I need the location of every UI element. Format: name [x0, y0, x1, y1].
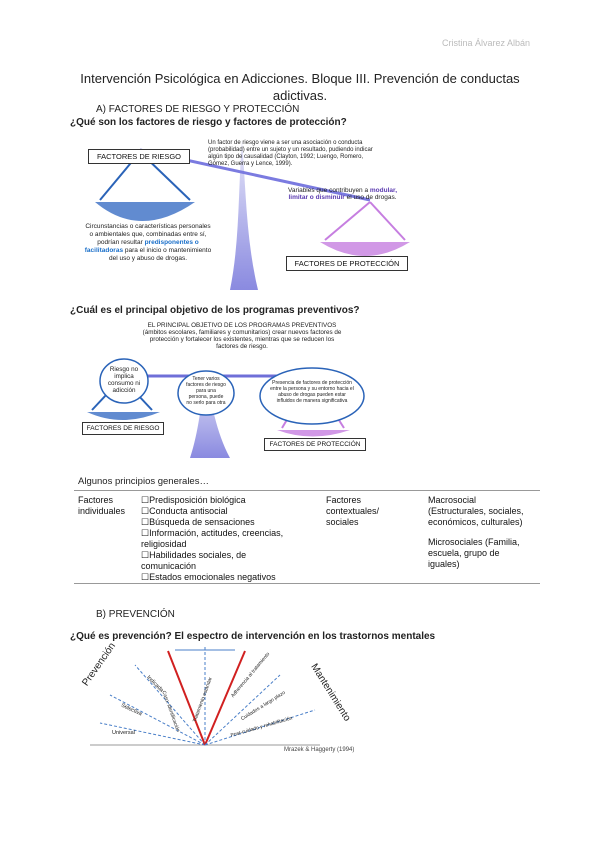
individual-factors-list: Predisposición biológica Conducta antiso… — [141, 495, 291, 583]
risk-factors-box: FACTORES DE RIESGO — [88, 149, 190, 164]
risk-definition-text: Un factor de riesgo viene a ser una asoc… — [208, 140, 373, 167]
principles-heading: Algunos principios generales… — [78, 476, 209, 487]
list-item: Conducta antisocial — [141, 506, 291, 517]
protection-highlight: modular, limitar o disminuir — [288, 187, 397, 201]
ray-label: Universal — [112, 730, 135, 736]
protection-factors-box-2: FACTORES DE PROTECCIÓN — [264, 438, 366, 451]
risk-description-text: Circunstancias o características persona… — [84, 223, 212, 262]
protection-plate — [320, 242, 410, 256]
spectrum-fan — [90, 647, 320, 746]
right-circle-text: Presencia de factores de protección entr… — [270, 380, 354, 404]
protection-factors-box: FACTORES DE PROTECCIÓN — [286, 256, 408, 271]
macrosocial-text: Macrosocial (Estructurales, sociales, ec… — [428, 495, 524, 527]
left-circle — [99, 358, 149, 404]
question-prevention: ¿Qué es prevención? El espectro de inter… — [70, 631, 436, 642]
protection-definition-text: Variables que contribuyen a modular, lim… — [288, 187, 397, 201]
contextual-factors-label: Factores contextuales/ sociales — [326, 495, 380, 527]
section-a-heading: A) FACTORES DE RIESGO Y PROTECCIÓN — [96, 104, 300, 115]
objective-text: EL PRINCIPAL OBJETIVO DE LOS PROGRAMAS P… — [142, 322, 342, 350]
microsocial-text: Microsociales (Familia, escuela, grupo d… — [428, 537, 520, 569]
risk-protection-balance-figure: FACTORES DE RIESGO FACTORES DE PROTECCIÓ… — [80, 130, 410, 290]
risk-factors-box-2: FACTORES DE RIESGO — [82, 422, 164, 435]
left-circle-text: Riesgo no implica consumo ni adicción — [107, 366, 141, 394]
question-objective: ¿Cuál es el principal objetivo de los pr… — [70, 305, 360, 316]
balance-pillar — [230, 140, 258, 290]
risk-plate — [95, 202, 195, 221]
list-item: Habilidades sociales, de comunicación — [141, 550, 291, 572]
middle-circle — [177, 370, 235, 416]
question-risk-protection: ¿Qué son los factores de riesgo y factor… — [70, 117, 347, 128]
list-item: Estados emocionales negativos — [141, 572, 291, 583]
objective-graphic — [87, 358, 365, 458]
individual-factors-label: Factores individuales — [78, 495, 126, 516]
table-bottom-rule — [74, 583, 540, 584]
author-header: Cristina Álvarez Albán — [441, 38, 530, 48]
risk-highlight: predisponentes o facilitadoras — [84, 239, 199, 254]
right-circle — [259, 367, 365, 425]
section-b-heading: B) PREVENCIÓN — [96, 609, 175, 620]
red-divider-right — [204, 650, 246, 746]
red-divider-left — [167, 650, 206, 746]
list-item: Predisposición biológica — [141, 495, 291, 506]
figure-source: Mrazek & Haggerty (1994) — [284, 747, 355, 753]
list-item: Información, actitudes, creencias, relig… — [141, 528, 291, 550]
table-top-rule — [74, 490, 540, 491]
list-item: Búsqueda de sensaciones — [141, 517, 291, 528]
intervention-spectrum-figure: Prevención Mantenimiento Universal Selec… — [80, 641, 380, 760]
middle-circle-text: Tener varios factores de riesgo para una… — [186, 376, 226, 406]
prevention-objective-figure: EL PRINCIPAL OBJETIVO DE LOS PROGRAMAS P… — [82, 318, 402, 458]
page-title: Intervención Psicológica en Adicciones. … — [80, 71, 520, 103]
